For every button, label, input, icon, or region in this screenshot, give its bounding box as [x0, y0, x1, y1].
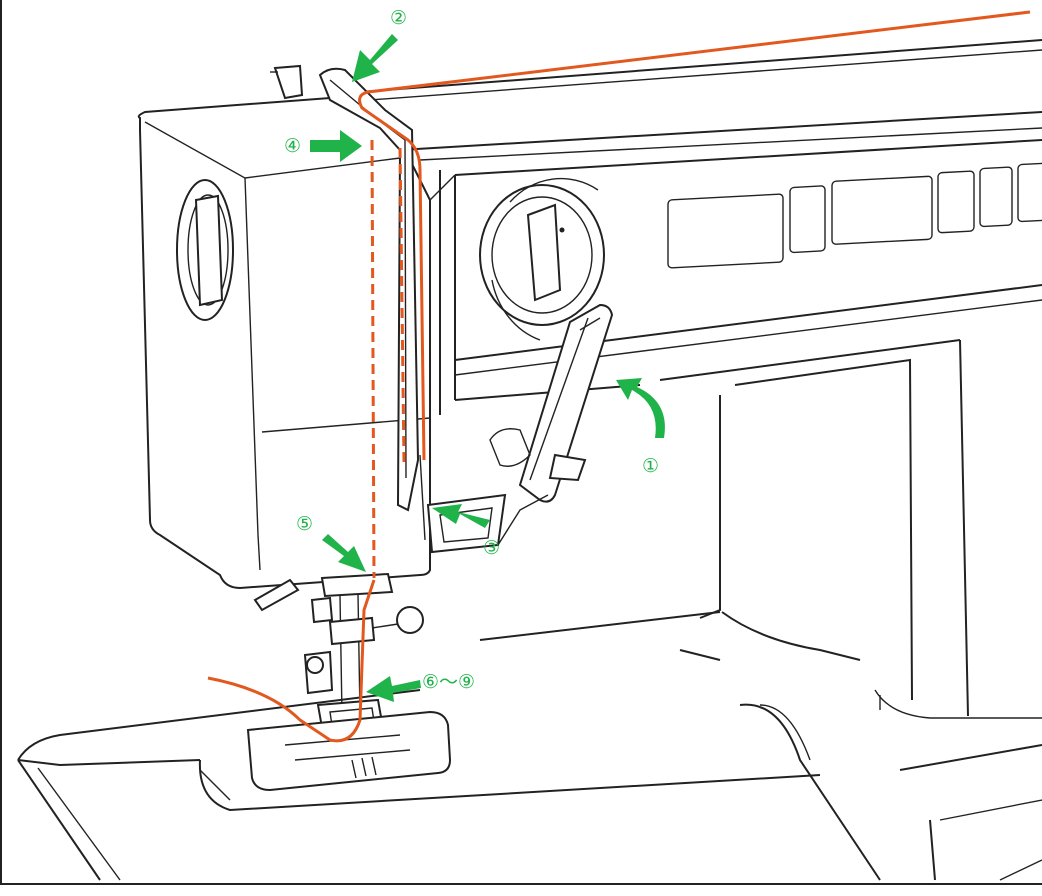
needle-plate — [246, 710, 452, 792]
upper-thread-dashed-down — [370, 139, 376, 579]
step-labels: ② ④ ① ③ ⑤ ⑥～⑨ — [284, 7, 659, 693]
stitch-dial — [479, 177, 605, 341]
pattern-selector-buttons — [667, 162, 1042, 269]
step-arrows — [310, 34, 665, 702]
arrow-icon — [432, 504, 490, 528]
label-step-4: ④ — [284, 135, 301, 157]
arrow-icon — [366, 676, 421, 702]
label-step-6-9: ⑥～⑨ — [422, 671, 475, 693]
curved-arrow-icon — [616, 378, 665, 438]
arrow-icon — [352, 34, 398, 82]
upper-thread-solid — [358, 10, 1031, 461]
label-step-2: ② — [390, 7, 407, 29]
arrow-icon — [310, 130, 362, 162]
upper-thread-dashed-up — [398, 147, 406, 463]
arrow-icon — [322, 534, 366, 572]
thread-path — [207, 10, 1031, 743]
label-step-3: ③ — [483, 537, 500, 559]
free-arm-opening — [699, 339, 1042, 719]
label-step-5: ⑤ — [296, 513, 313, 535]
presser-foot-lever — [489, 303, 614, 503]
machine-arm — [359, 39, 1042, 415]
upper-thread-needle — [207, 579, 376, 743]
machine-bed — [17, 611, 1042, 881]
label-step-1: ① — [642, 455, 659, 477]
machine-head — [137, 96, 431, 590]
